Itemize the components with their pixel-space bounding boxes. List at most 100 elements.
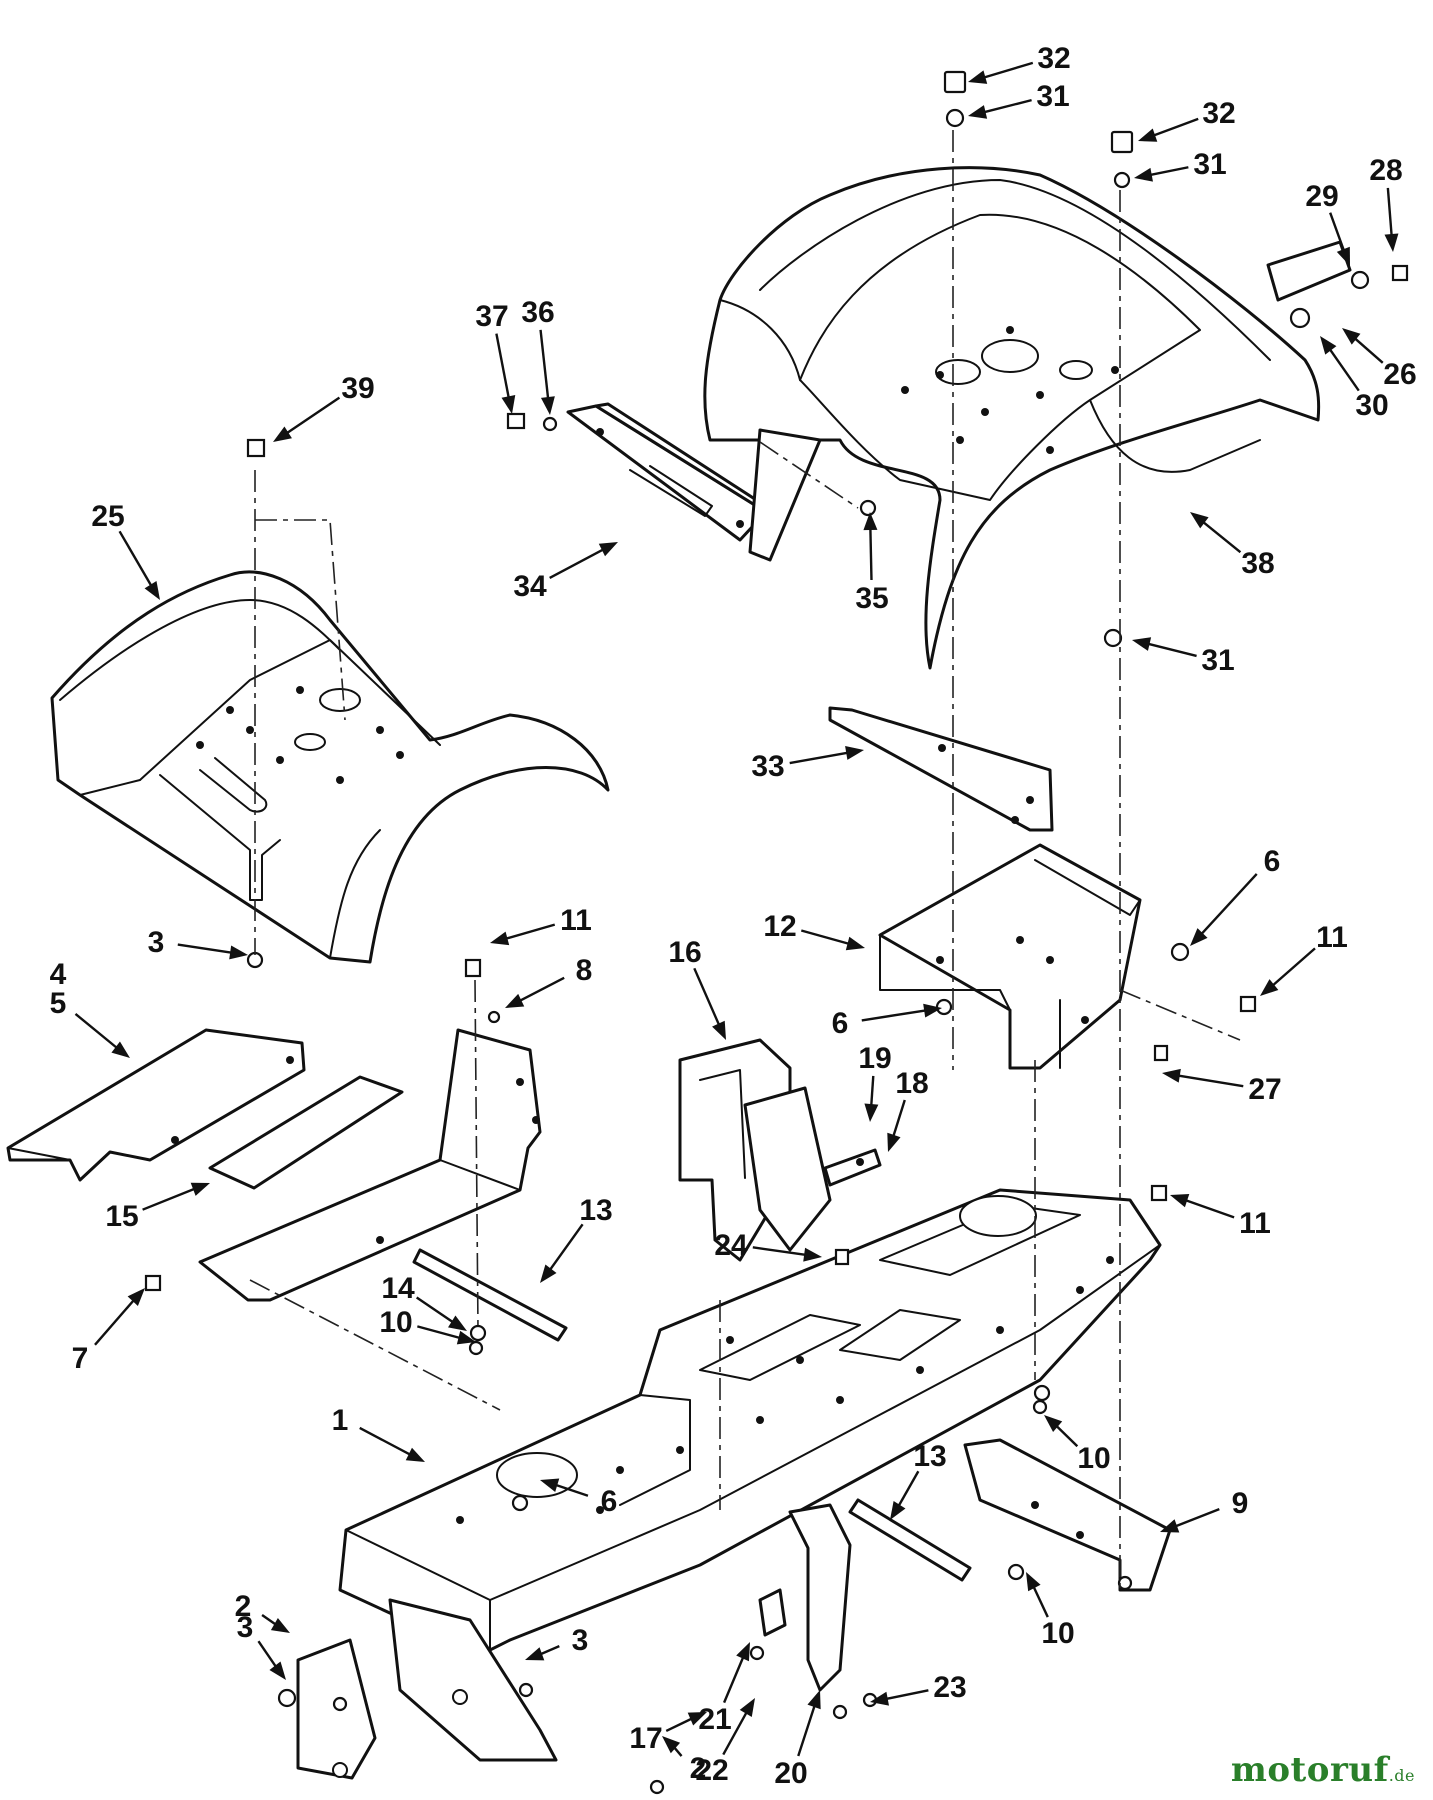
callout-arrow-line (118, 530, 154, 589)
callout-label: 2 (235, 1590, 252, 1623)
callout-label: 11 (1316, 921, 1348, 954)
callout-label: 5 (50, 987, 67, 1020)
callout-arrow-line (1327, 346, 1360, 392)
watermark-logo: motoruf.de (1231, 1750, 1415, 1790)
callout-arrowhead (712, 1020, 726, 1040)
part-13-rods (412, 1248, 972, 1582)
callout-label: 13 (579, 1194, 612, 1227)
part-20-pedal-arm (758, 1503, 852, 1692)
callout-arrowhead (1190, 512, 1209, 529)
callout-arrow-line (1145, 642, 1197, 658)
callout-arrow-line (797, 1702, 817, 1757)
callout-arrow-line (861, 1008, 929, 1022)
callout-arrow-line (1182, 1198, 1235, 1219)
callout-arrowhead (270, 1617, 290, 1633)
callout-label: 28 (1369, 154, 1402, 187)
hardware (144, 70, 1409, 1795)
callout-arrow-line (722, 1709, 749, 1756)
callout-arrow-line (1200, 519, 1242, 554)
callout-arrow-line (415, 1296, 456, 1325)
callout-arrowhead (490, 931, 510, 946)
callout-arrowhead (456, 1330, 476, 1345)
callout-arrow-line (142, 1186, 198, 1211)
callout-arrow-line (417, 1325, 463, 1340)
callout-arrowhead (525, 1647, 545, 1661)
callout-arrowhead (870, 1691, 889, 1706)
callout-arrowhead (1138, 128, 1158, 142)
callout-label: 12 (763, 910, 796, 943)
callout-arrow-line (495, 333, 511, 401)
callout-label: 7 (72, 1342, 89, 1375)
callout-label: 23 (933, 1671, 966, 1704)
callout-label: 1 (332, 1404, 349, 1437)
callout-arrowhead (687, 1712, 707, 1726)
part-34-plate (566, 402, 822, 562)
callout-arrow-line (1172, 1508, 1220, 1529)
callout-label: 32 (1037, 42, 1070, 75)
callout-arrowhead (662, 1736, 681, 1754)
callout-label: 24 (714, 1229, 748, 1262)
callout-arrowhead (890, 1501, 906, 1520)
callout-label: 14 (381, 1272, 415, 1305)
callout-arrow-line (693, 967, 722, 1028)
callout-arrowhead (111, 1041, 130, 1058)
callout-arrow-line (284, 396, 341, 436)
callout-arrowhead (736, 1642, 750, 1662)
callout-arrowhead (1162, 1068, 1181, 1083)
callout-arrow-line (547, 1223, 584, 1273)
callout-label: 2 (690, 1752, 707, 1785)
callout-arrow-line (517, 976, 565, 1003)
part-1-main-frame (338, 1188, 1162, 1652)
callout-label: 9 (1232, 1487, 1249, 1520)
callout-arrowhead (1170, 1193, 1190, 1208)
callout-arrowhead (269, 1661, 286, 1680)
callout-arrowhead (505, 993, 525, 1008)
callout-label: 4 (50, 958, 67, 991)
callout-label: 31 (1201, 644, 1234, 677)
callout-arrowhead (540, 1264, 557, 1283)
callout-label: 37 (475, 300, 508, 333)
callout-arrowhead (1190, 928, 1208, 946)
callout-label: 21 (698, 1703, 731, 1736)
callout-label: 16 (668, 936, 701, 969)
callout-label: 3 (148, 926, 165, 959)
callout-arrow-line (1329, 212, 1346, 254)
callout-label: 6 (832, 1007, 849, 1040)
callout-arrow-line (722, 1654, 746, 1704)
callout-arrowhead (739, 1698, 755, 1718)
callout-label: 20 (774, 1757, 807, 1790)
callout-label: 11 (1239, 1207, 1271, 1240)
callout-label: 36 (521, 296, 554, 329)
callout-arrowhead (405, 1447, 425, 1462)
callout-label: 19 (858, 1042, 891, 1075)
part-12-seat-support (878, 843, 1142, 1070)
callout-arrowhead (807, 1690, 821, 1710)
callout-arrowhead (1134, 167, 1153, 182)
callout-label: 10 (379, 1306, 412, 1339)
callout-arrow-line (1270, 947, 1316, 989)
callout-arrowhead (968, 105, 988, 119)
callout-arrow-line (503, 923, 556, 941)
callout-arrowhead (1132, 637, 1152, 651)
callout-arrow-line (883, 1689, 929, 1701)
callout-label: 8 (576, 954, 593, 987)
callout-arrow-line (1053, 1423, 1079, 1448)
callout-arrowhead (540, 1478, 560, 1492)
part-38-seat-pan (703, 166, 1321, 670)
callout-label: 13 (913, 1440, 946, 1473)
part-16-pedal-bracket (678, 1038, 882, 1262)
callout-arrowhead (1342, 328, 1361, 345)
alignment-lines (249, 130, 1241, 1590)
callout-label: 3 (237, 1611, 254, 1644)
callout-arrow-line (869, 525, 873, 581)
callout-label: 34 (513, 570, 547, 603)
callout-arrow-line (359, 1426, 414, 1457)
callout-arrow-line (1031, 1583, 1049, 1618)
callout-arrow-line (1147, 166, 1189, 177)
part-9-rear-bracket (963, 1438, 1172, 1592)
callout-arrow-line (1352, 335, 1384, 364)
callout-label: 25 (91, 500, 124, 533)
callout-arrowhead (540, 396, 555, 415)
